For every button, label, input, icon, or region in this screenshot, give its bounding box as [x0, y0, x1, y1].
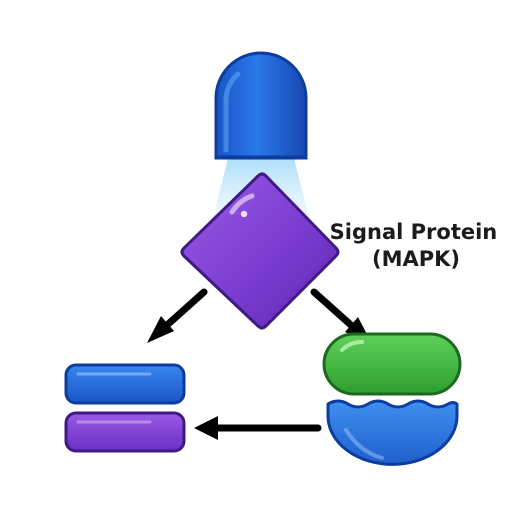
- green-capsule: [322, 332, 462, 396]
- arrow-to-purple-bar: [194, 416, 322, 440]
- purple-bar: [64, 411, 186, 453]
- blue-bar: [64, 363, 186, 405]
- blue-bowl: [326, 399, 459, 466]
- label-line-1: Signal Protein: [330, 220, 498, 244]
- signal-protein-label: Signal Protein (MAPK): [330, 220, 503, 271]
- signal-protein-diamond: [180, 172, 340, 330]
- label-line-2: (MAPK): [372, 247, 460, 271]
- receptor-capsule: [214, 51, 308, 160]
- arrow-to-bars: [147, 288, 208, 343]
